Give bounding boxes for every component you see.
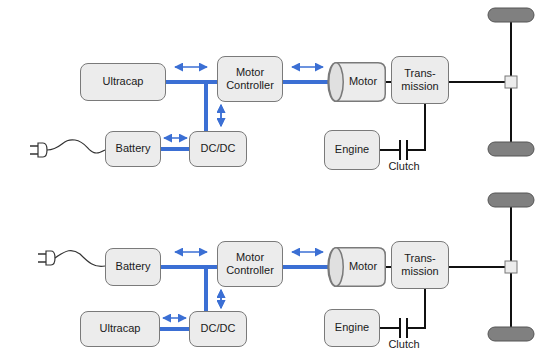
edge-group	[380, 104, 425, 150]
edge-group	[161, 252, 217, 267]
component-box: Motor Controller	[217, 241, 283, 287]
edge-group	[161, 138, 189, 149]
edge-group	[380, 289, 425, 328]
component-name: Motor	[349, 260, 377, 273]
power-bus	[161, 147, 189, 151]
differential	[505, 76, 517, 88]
component-name: Trans- mission	[396, 67, 444, 93]
component-name: Motor	[349, 75, 377, 88]
flow-arrow	[292, 66, 323, 68]
power-bus	[160, 327, 189, 331]
power-bus	[283, 80, 328, 84]
flow-arrow	[220, 105, 222, 126]
flow-arrow	[175, 251, 207, 253]
plug-symbol	[38, 251, 105, 267]
motor-cylinder: Motor	[328, 247, 386, 287]
part-label: Clutch	[387, 160, 420, 172]
drive-shaft	[448, 81, 505, 83]
edge-group	[166, 82, 221, 131]
component-box: DC/DC	[189, 311, 247, 347]
component-name: Engine	[335, 143, 369, 156]
component-box: DC/DC	[189, 131, 247, 167]
component-name: Engine	[335, 321, 369, 334]
component-name: DC/DC	[201, 142, 236, 155]
plug-symbol	[30, 140, 105, 157]
mechanical-link	[380, 289, 425, 328]
power-bus	[161, 267, 206, 311]
component-name: Battery	[116, 142, 151, 155]
component-box: Ultracap	[80, 63, 166, 101]
flow-arrow	[220, 290, 222, 308]
component-name: Battery	[116, 260, 151, 273]
component-box: Trans- mission	[391, 56, 449, 104]
mechanical-link	[380, 104, 425, 150]
component-box: Motor Controller	[217, 56, 283, 102]
edge-group	[160, 318, 189, 329]
edge-group	[283, 67, 328, 82]
component-name: Motor Controller	[222, 66, 278, 92]
flow-arrow	[163, 317, 186, 319]
component-box: Trans- mission	[391, 241, 449, 289]
flow-arrow	[175, 66, 207, 68]
wheel	[488, 142, 534, 156]
flow-arrow	[220, 105, 222, 126]
flow-arrow	[164, 137, 187, 139]
component-name: Ultracap	[103, 75, 144, 88]
drive-shaft	[448, 266, 505, 268]
flow-arrow	[220, 290, 222, 308]
edge-group	[161, 267, 221, 311]
power-bus	[206, 267, 217, 311]
component-name: Motor Controller	[222, 251, 278, 277]
wheel	[488, 193, 534, 207]
wheel	[488, 8, 534, 22]
flow-arrow	[292, 251, 323, 253]
component-box: Battery	[105, 248, 161, 286]
differential	[505, 261, 517, 273]
power-bus	[166, 82, 206, 131]
power-bus	[206, 82, 217, 131]
component-box: Engine	[324, 130, 380, 170]
edge-group	[283, 252, 328, 267]
component-name: Trans- mission	[396, 252, 444, 278]
component-box: Engine	[324, 309, 380, 347]
power-bus	[283, 265, 328, 269]
component-name: DC/DC	[201, 322, 236, 335]
motor-cylinder: Motor	[328, 62, 386, 102]
component-box: Battery	[105, 131, 161, 167]
edge-group	[166, 67, 217, 82]
clutch-symbol	[400, 318, 407, 338]
clutch-symbol	[400, 140, 407, 160]
part-label: Clutch	[387, 338, 420, 350]
component-name: Ultracap	[100, 322, 141, 335]
component-box: Ultracap	[80, 311, 160, 347]
wheel	[488, 327, 534, 341]
